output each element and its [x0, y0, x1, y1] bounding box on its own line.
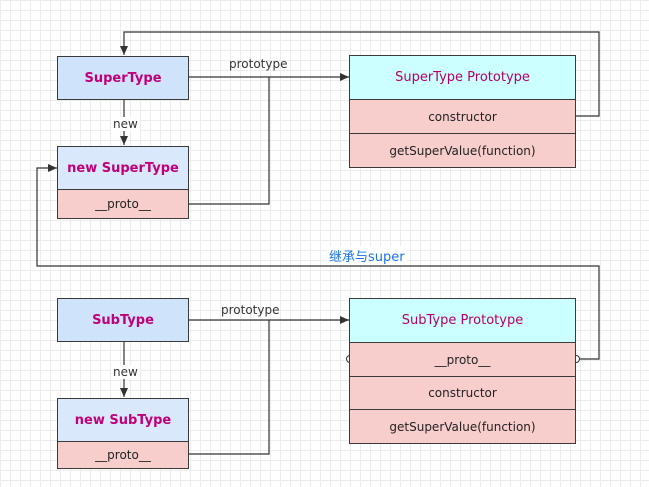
supertype-prototype-method-label: getSuperValue(function) — [389, 143, 536, 158]
subtype-prototype-proto-field: __proto__ — [349, 342, 576, 377]
supertype-prototype-title-label: SuperType Prototype — [395, 70, 530, 85]
subtype-prototype-title-label: SubType Prototype — [401, 313, 524, 328]
sub-new-label: new — [111, 365, 140, 379]
super-instance-proto-edge — [189, 77, 270, 205]
supertype-prototype-title: SuperType Prototype — [349, 55, 576, 100]
sub-instance-proto-edge — [189, 320, 270, 455]
subtype-prototype-title: SubType Prototype — [349, 298, 576, 343]
subtype-prototype-method-label: getSuperValue(function) — [389, 419, 536, 434]
super-constructor-edge — [120, 31, 600, 117]
new-supertype-box: new SuperType — [57, 146, 189, 190]
subtype-prototype-proto-label: __proto__ — [434, 352, 491, 367]
supertype-label: SuperType — [84, 70, 162, 86]
new-subtype-proto-label: __proto__ — [95, 448, 151, 462]
new-subtype-box: new SubType — [57, 398, 189, 442]
sub-prototype-label: prototype — [221, 303, 280, 317]
subtype-label: SubType — [92, 312, 154, 328]
subtype-box: SubType — [57, 298, 189, 342]
banner-label: 继承与super — [327, 246, 407, 265]
supertype-prototype-field: constructor — [349, 99, 576, 134]
new-subtype-proto-field: __proto__ — [57, 441, 189, 469]
supertype-prototype-field: getSuperValue(function) — [349, 133, 576, 168]
subtype-prototype-field: constructor — [349, 376, 576, 410]
new-supertype-label: new SuperType — [67, 160, 179, 176]
supertype-prototype-constructor-label: constructor — [428, 109, 497, 124]
new-subtype-label: new SubType — [74, 412, 172, 428]
supertype-box: SuperType — [57, 56, 189, 100]
super-new-label: new — [111, 117, 140, 131]
subtype-prototype-field: getSuperValue(function) — [349, 409, 576, 444]
inheritance-edge — [36, 164, 600, 360]
super-prototype-label: prototype — [229, 57, 288, 71]
new-supertype-proto-field: __proto__ — [57, 189, 189, 219]
new-supertype-proto-label: __proto__ — [95, 197, 151, 211]
subtype-prototype-constructor-label: constructor — [428, 386, 497, 400]
